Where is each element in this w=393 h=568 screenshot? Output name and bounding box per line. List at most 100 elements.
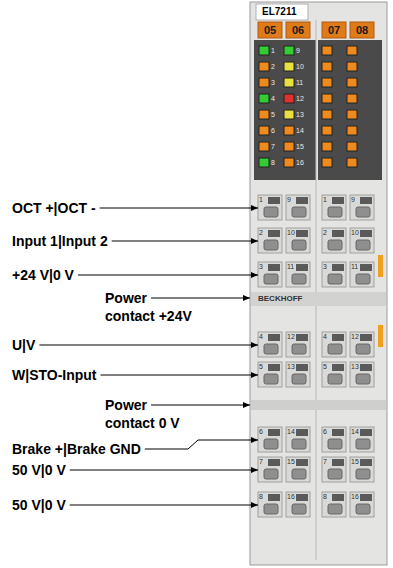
status-led [347, 62, 357, 71]
terminal-cell [286, 362, 310, 387]
terminal-cell [258, 457, 282, 482]
wire-opening [328, 374, 342, 384]
led-number: 9 [296, 46, 300, 55]
wire-opening [328, 240, 342, 250]
release-slot [296, 334, 308, 341]
terminal-cell [350, 427, 374, 452]
signal-label: +24 V|0 V [12, 266, 74, 284]
release-slot [268, 197, 280, 204]
release-slot [360, 334, 372, 341]
terminal-cell [350, 492, 374, 517]
led-tab [350, 22, 374, 38]
wire-opening [264, 504, 278, 514]
release-slot [360, 364, 372, 371]
terminal-cell [350, 362, 374, 387]
status-led [259, 62, 269, 71]
release-slot [332, 334, 344, 341]
terminal-cell [258, 362, 282, 387]
wire-opening [328, 504, 342, 514]
separator-strip [251, 400, 386, 410]
led-number: 3 [271, 78, 275, 87]
signal-label: 50 V|0 V [12, 461, 66, 479]
wire-opening [356, 207, 370, 217]
label-strip [251, 292, 386, 306]
wire-opening [292, 344, 306, 354]
terminal-number: 11 [351, 263, 358, 271]
leader-line [112, 241, 258, 242]
status-led [322, 46, 332, 55]
signal-label: 50 V|0 V [12, 496, 66, 514]
wire-opening [328, 274, 342, 284]
terminal-housing [250, 2, 387, 565]
terminal-number: 10 [351, 229, 359, 237]
wire-opening [264, 469, 278, 479]
terminal-number: 7 [323, 458, 327, 466]
release-slot [268, 264, 280, 271]
terminal-number: 13 [351, 363, 359, 371]
terminal-number: 16 [351, 493, 359, 501]
release-slot [360, 494, 372, 501]
led-number: 11 [296, 78, 303, 87]
wire-opening [292, 504, 306, 514]
wire-opening [292, 240, 306, 250]
signal-label: W|STO-Input [12, 366, 97, 384]
release-slot [296, 230, 308, 237]
status-led [259, 46, 269, 55]
terminal-cell [286, 332, 310, 357]
status-led [322, 62, 332, 71]
leader-line [151, 298, 250, 299]
terminal-cell [258, 262, 282, 287]
status-led [347, 78, 357, 87]
terminal-number: 9 [351, 196, 355, 204]
terminal-number: 11 [287, 263, 294, 271]
release-slot [296, 459, 308, 466]
wire-opening [356, 504, 370, 514]
status-led [259, 158, 269, 167]
terminal-number: 12 [351, 333, 359, 341]
status-led [284, 62, 294, 71]
brand-mark: BECKHOFF [258, 293, 302, 305]
wire-opening [292, 274, 306, 284]
led-panel [254, 40, 316, 180]
release-slot [296, 494, 308, 501]
terminal-number: 8 [259, 493, 263, 501]
status-led [284, 94, 294, 103]
leader-line [101, 375, 258, 376]
status-led [259, 142, 269, 151]
status-led [322, 110, 332, 119]
led-number: 16 [296, 158, 304, 167]
status-led [322, 158, 332, 167]
leader-line [39, 345, 258, 346]
status-led [284, 158, 294, 167]
release-slot [332, 197, 344, 204]
terminal-cell [350, 332, 374, 357]
status-led [284, 110, 294, 119]
leader-line [151, 405, 250, 406]
led-number: 12 [296, 94, 304, 103]
leader-line [70, 505, 258, 506]
led-tab [258, 22, 282, 38]
wire-opening [264, 274, 278, 284]
tab-number: 08 [350, 24, 374, 36]
release-slot [360, 459, 372, 466]
wire-opening [264, 374, 278, 384]
release-slot [268, 459, 280, 466]
wire-opening [264, 207, 278, 217]
wire-opening [328, 344, 342, 354]
terminal-cell [322, 262, 346, 287]
release-slot [268, 364, 280, 371]
release-slot [332, 364, 344, 371]
status-led [347, 126, 357, 135]
release-slot [360, 197, 372, 204]
status-led [259, 126, 269, 135]
wire-opening [264, 344, 278, 354]
terminal-number: 2 [259, 229, 263, 237]
release-slot [360, 429, 372, 436]
status-led [322, 126, 332, 135]
terminal-number: 15 [351, 458, 359, 466]
terminal-number: 12 [287, 333, 295, 341]
status-led [259, 94, 269, 103]
